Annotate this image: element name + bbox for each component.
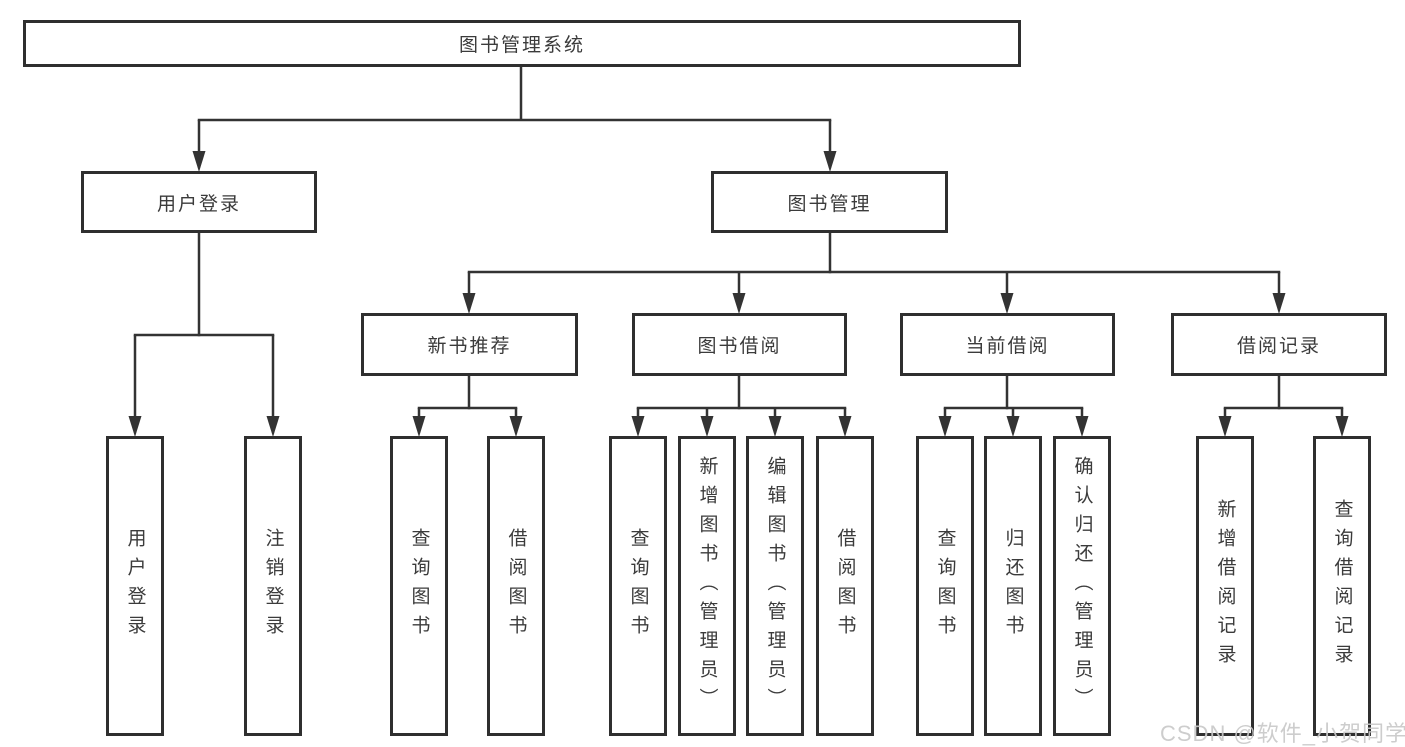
arrowheads	[128, 151, 1349, 437]
node-current-borrow: 当前借阅	[900, 313, 1115, 376]
node-book-management-label: 图书管理	[787, 193, 872, 215]
node-book-borrow-label: 图书借阅	[697, 336, 782, 357]
leaf-user-login: 用户登录	[106, 436, 164, 736]
leaf-user-login-label: 用户登录	[124, 528, 146, 644]
leaf-confirm-return-admin: 确认归还（管理员）	[1053, 436, 1111, 736]
leaf-query-borrow-record-label: 查询借阅记录	[1331, 499, 1353, 673]
node-borrow-records-label: 借阅记录	[1236, 336, 1321, 357]
node-new-book-recommend: 新书推荐	[361, 313, 578, 376]
leaf-logout-label: 注销登录	[262, 528, 284, 644]
leaf-add-book-admin: 新增图书（管理员）	[678, 436, 736, 736]
node-book-borrow: 图书借阅	[632, 313, 847, 376]
leaf-query-books-current: 查询图书	[916, 436, 974, 736]
leaf-add-borrow-record-label: 新增借阅记录	[1214, 499, 1236, 673]
leaf-borrow-books-label: 借阅图书	[834, 528, 856, 644]
leaf-borrow-books-recommend-label: 借阅图书	[505, 528, 527, 644]
node-book-management: 图书管理	[711, 171, 948, 233]
node-user-login: 用户登录	[81, 171, 317, 233]
leaf-query-books-recommend-label: 查询图书	[408, 528, 430, 644]
node-user-login-label: 用户登录	[156, 193, 241, 215]
leaf-query-books-recommend: 查询图书	[390, 436, 448, 736]
node-root-label: 图书管理系统	[458, 35, 585, 56]
csdn-watermark: CSDN @软件_小贺同学	[1160, 721, 1405, 746]
node-root: 图书管理系统	[23, 20, 1021, 67]
leaf-edit-book-admin-label: 编辑图书（管理员）	[764, 455, 786, 717]
leaf-borrow-books: 借阅图书	[816, 436, 874, 736]
leaf-query-books-current-label: 查询图书	[934, 528, 956, 644]
leaf-logout: 注销登录	[244, 436, 302, 736]
node-borrow-records: 借阅记录	[1171, 313, 1387, 376]
node-new-book-recommend-label: 新书推荐	[427, 336, 512, 357]
leaf-add-borrow-record: 新增借阅记录	[1196, 436, 1254, 736]
leaf-add-book-admin-label: 新增图书（管理员）	[696, 455, 718, 717]
node-current-borrow-label: 当前借阅	[965, 336, 1050, 357]
leaf-query-books-borrow: 查询图书	[609, 436, 667, 736]
leaf-borrow-books-recommend: 借阅图书	[487, 436, 545, 736]
leaf-edit-book-admin: 编辑图书（管理员）	[746, 436, 804, 736]
leaf-query-borrow-record: 查询借阅记录	[1313, 436, 1371, 736]
leaf-confirm-return-admin-label: 确认归还（管理员）	[1071, 455, 1093, 717]
leaf-return-books-label: 归还图书	[1002, 528, 1024, 644]
leaf-query-books-borrow-label: 查询图书	[627, 528, 649, 644]
leaf-return-books: 归还图书	[984, 436, 1042, 736]
